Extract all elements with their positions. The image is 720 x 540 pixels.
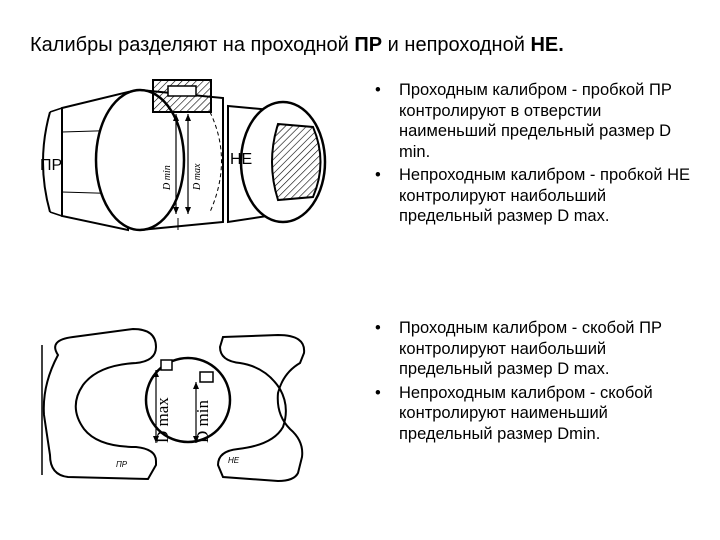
- bottom-pr-label: ПР: [116, 460, 128, 469]
- bullet-marker: •: [375, 383, 381, 402]
- bullet-marker: •: [375, 166, 381, 184]
- ne-hatched-face: [271, 122, 322, 202]
- bullet-marker: •: [375, 319, 381, 337]
- bottom-ne-label: НЕ: [228, 456, 240, 465]
- snap-gauge-bullets: • Проходным калибром - скобой ПР контроли…: [375, 318, 695, 447]
- title-part2: и непроходной: [382, 34, 531, 56]
- title-pr: ПР: [354, 34, 383, 56]
- pr-end-rim: [42, 111, 51, 213]
- snap-gauge-figure: D max D min ПР НЕ: [41, 327, 306, 483]
- pr-jaw: [160, 359, 173, 371]
- bullet-text: Непроходным калибром - пробкой НЕ контро…: [399, 166, 691, 225]
- bullet-item: • Непроходным калибром - скобой контролир…: [375, 383, 695, 445]
- plug-gauge-figure: D min D max ПР НЕ: [40, 79, 327, 232]
- bullet-text: Проходным калибром - пробкой ПР контроли…: [399, 81, 672, 161]
- bottom-dmax-label: D max: [153, 397, 172, 443]
- title-part1: Калибры разделяют на проходной: [30, 34, 355, 56]
- top-dmax-label: D max: [192, 163, 203, 191]
- top-ne-label: НЕ: [230, 151, 252, 168]
- top-pr-label: ПР: [40, 157, 62, 174]
- bullet-text: Проходным калибром - скобой ПР контролир…: [399, 319, 662, 378]
- plug-gauge-bullets: • Проходным калибром - пробкой ПР контрол…: [375, 80, 695, 230]
- snap-gauge-outline: [42, 327, 158, 481]
- bullet-marker: •: [375, 81, 381, 99]
- bullet-text: Непроходным калибром - скобой контролиру…: [399, 383, 653, 443]
- ne-jaw: [199, 371, 214, 383]
- bullet-item: • Проходным калибром - пробкой ПР контрол…: [375, 80, 695, 162]
- top-dmin-label: D min: [162, 165, 173, 191]
- slide-title: Калибры разделяют на проходной ПР и непр…: [30, 33, 700, 57]
- bottom-dmin-label: D min: [193, 400, 212, 443]
- title-ne: НЕ.: [530, 34, 564, 56]
- bullet-item: • Непроходным калибром - пробкой НЕ контр…: [375, 165, 695, 227]
- bullet-item: • Проходным калибром - скобой ПР контроли…: [375, 318, 695, 380]
